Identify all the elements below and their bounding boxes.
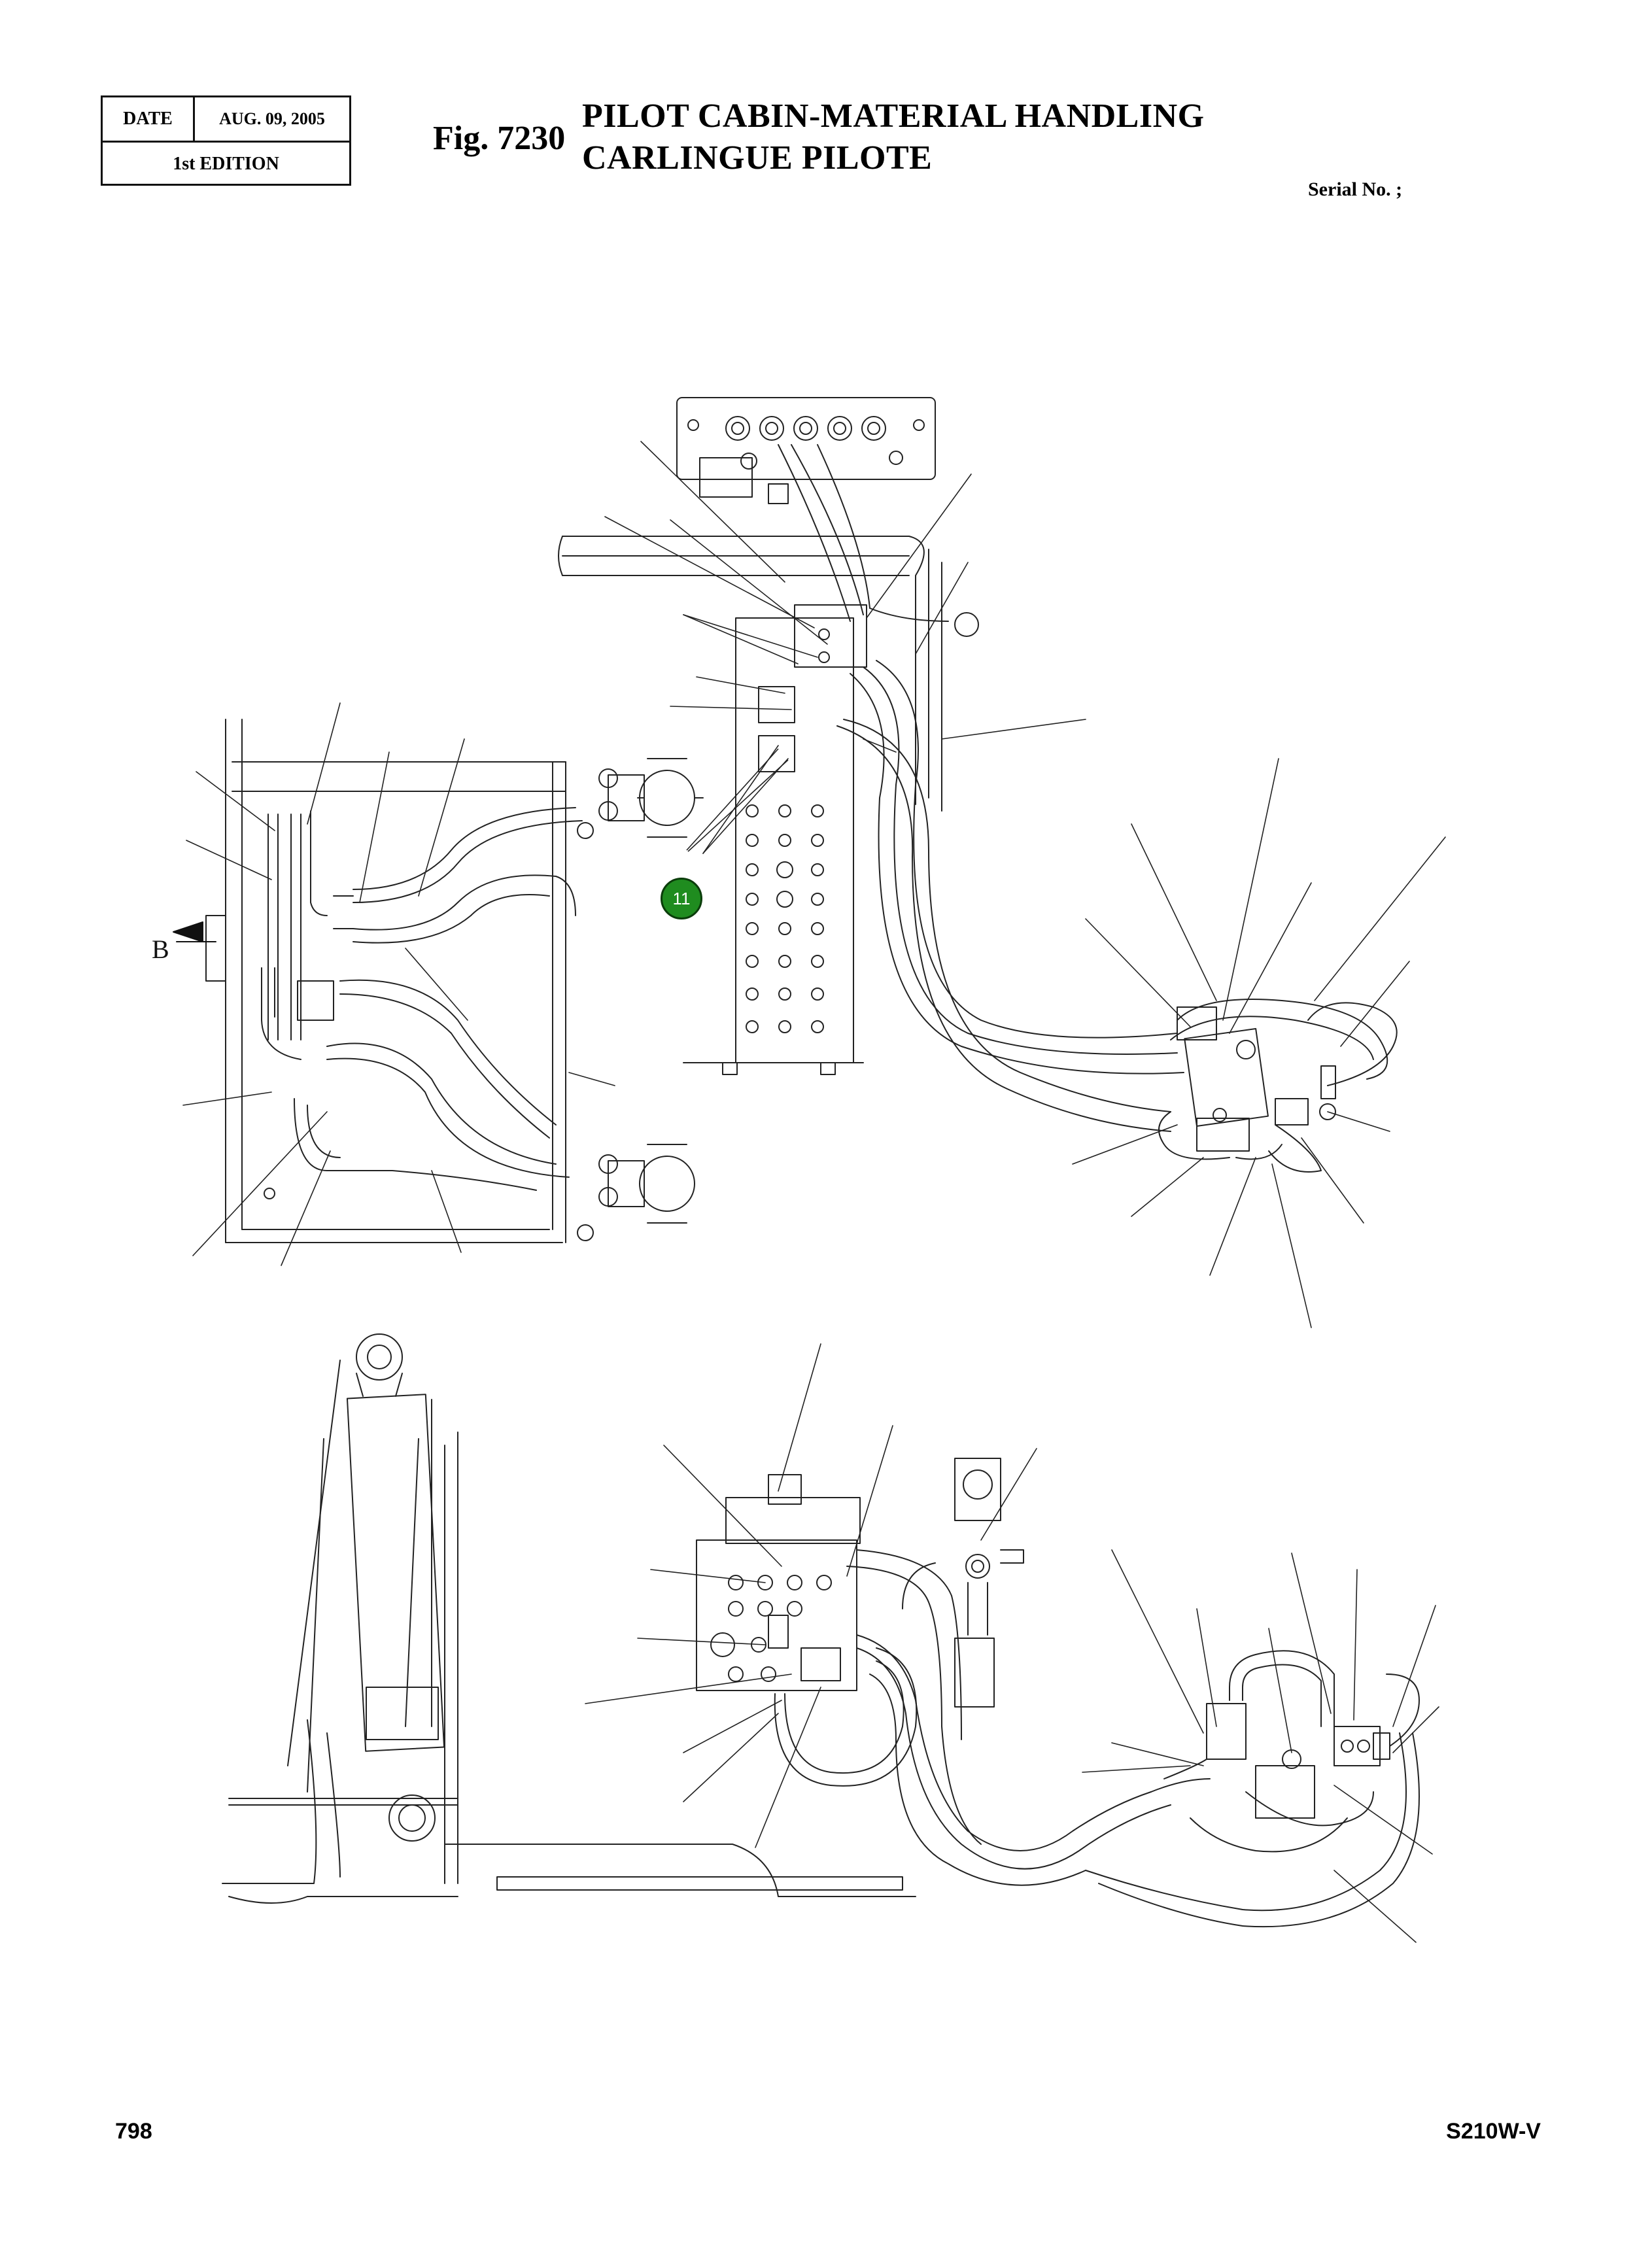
bottom-center-hoses	[774, 1549, 1171, 1886]
edition-label: 1st EDITION	[173, 154, 279, 174]
left-valve-upper	[577, 758, 704, 839]
right-valve-assembly	[1158, 999, 1398, 1173]
mounting-plate	[683, 604, 867, 1075]
figure-number: Fig. 7230	[433, 120, 566, 157]
model-number: S210W-V	[1446, 2119, 1541, 2144]
title-french: CARLINGUE PILOTE	[582, 139, 933, 177]
left-valve-lower	[577, 1144, 695, 1241]
leader-lines	[182, 441, 1446, 1943]
top-hoses	[778, 444, 1184, 1132]
bottom-right-valve	[1085, 1650, 1420, 1928]
left-cab-frame	[205, 719, 583, 1243]
page-number: 798	[115, 2119, 152, 2144]
serial-number: Serial No. ;	[1308, 179, 1403, 200]
callout-leader	[686, 748, 789, 852]
date-value: AUG. 09, 2005	[219, 109, 325, 128]
bottom-center-valve	[696, 1458, 1024, 1708]
top-frame-rails	[558, 536, 942, 812]
view-arrow-b	[173, 921, 216, 942]
top-valve-block	[676, 397, 936, 504]
date-row: DATE AUG. 09, 2005	[103, 97, 349, 143]
title-english: PILOT CABIN-MATERIAL HANDLING	[582, 97, 1205, 135]
date-box: DATE AUG. 09, 2005 1st EDITION	[101, 95, 351, 186]
callout-marker: 11	[661, 878, 702, 919]
bottom-left-cylinder	[222, 1333, 916, 1904]
view-label: B	[152, 935, 169, 964]
date-label: DATE	[103, 97, 195, 141]
